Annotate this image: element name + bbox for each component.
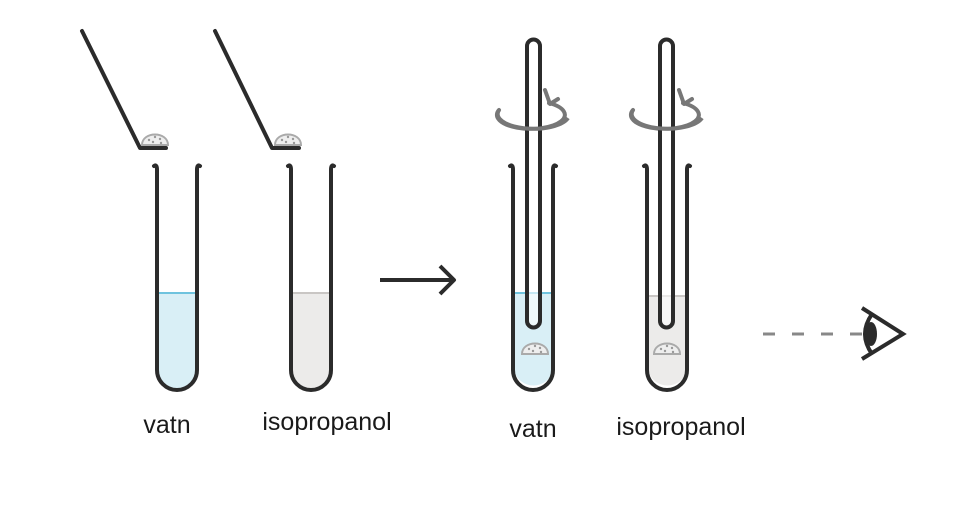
test-tube-water-stirred (494, 37, 570, 392)
arrow-right-icon (380, 264, 456, 296)
sample-icon (653, 342, 681, 355)
spatula-2 (213, 29, 302, 150)
test-tube-isopropanol-stirred (628, 37, 704, 392)
spatula-1 (80, 29, 169, 150)
test-tube-water-before (152, 163, 202, 392)
label-water-after: vatn (509, 415, 556, 443)
label-isopropanol-before: isopropanol (262, 408, 391, 436)
eye-icon (860, 306, 907, 361)
label-water-before: vatn (143, 411, 190, 439)
test-tube-isopropanol-before (286, 163, 336, 392)
label-isopropanol-after: isopropanol (616, 413, 745, 441)
stirring-rod (525, 37, 542, 330)
sample-icon (521, 342, 549, 355)
sample-icon (274, 133, 302, 146)
sample-icon (141, 133, 169, 146)
stirring-rod (658, 37, 675, 330)
